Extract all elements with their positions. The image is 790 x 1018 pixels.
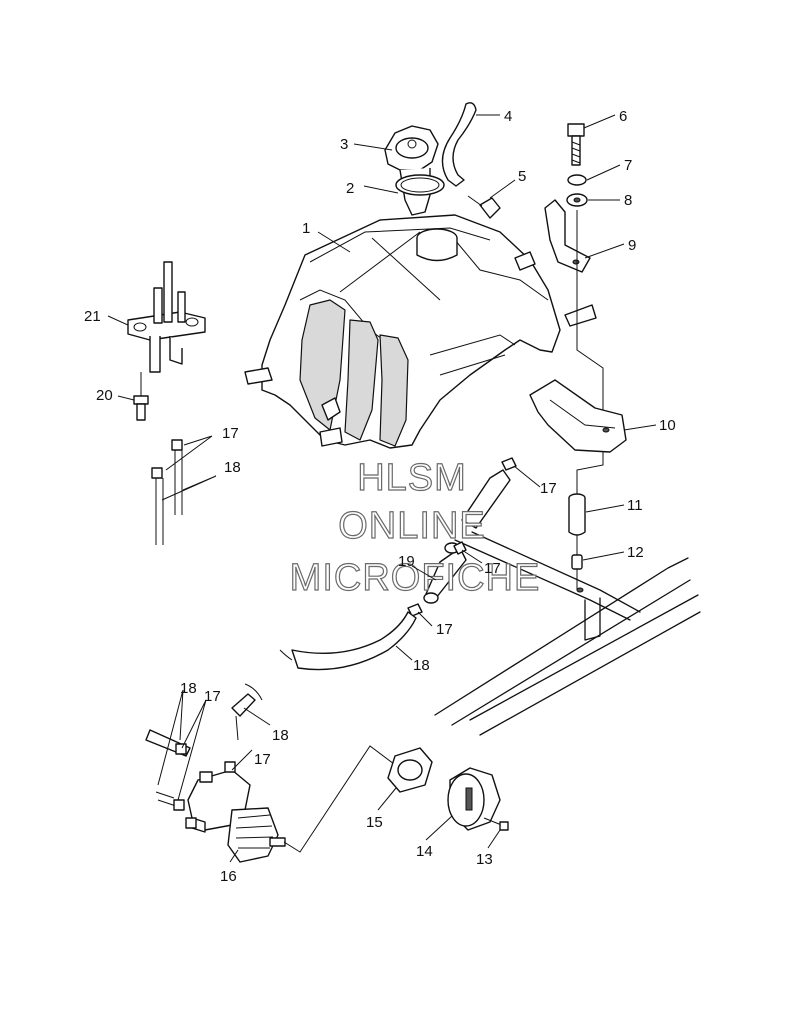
callout-21: 21 — [84, 308, 101, 325]
callout-6: 6 — [619, 108, 627, 125]
valve-screw — [133, 395, 149, 421]
callout-17-pump-left: 17 — [204, 688, 221, 705]
vent-hose — [441, 102, 477, 187]
callout-17-pump-top: 17 — [254, 751, 271, 768]
mounting-bolt — [567, 123, 585, 166]
pump-axis-line — [283, 745, 403, 853]
pump-cover — [447, 767, 501, 831]
spacer-sleeve — [568, 493, 586, 536]
lock-washer — [567, 174, 587, 186]
callout-17-filter-clamp: 17 — [484, 560, 501, 577]
left-hoses-clamps — [151, 439, 183, 545]
callout-15: 15 — [366, 814, 383, 831]
callout-9: 9 — [628, 237, 636, 254]
pump-clamps — [173, 743, 236, 829]
callout-18-pump-top: 18 — [272, 727, 289, 744]
callout-1: 1 — [302, 220, 310, 237]
callout-17-left: 17 — [222, 425, 239, 442]
callout-16: 16 — [220, 868, 237, 885]
filler-cap — [384, 125, 439, 216]
callout-19: 19 — [398, 553, 415, 570]
callout-13: 13 — [476, 851, 493, 868]
frame-rails — [434, 531, 701, 736]
callout-3: 3 — [340, 136, 348, 153]
callout-14: 14 — [416, 843, 433, 860]
fuel-pump — [187, 769, 286, 863]
filler-gasket — [395, 174, 445, 196]
rubber-mount — [529, 379, 627, 453]
callout-12: 12 — [627, 544, 644, 561]
flat-washer — [566, 193, 588, 207]
callout-18-pump-left: 18 — [180, 680, 197, 697]
callout-7: 7 — [624, 157, 632, 174]
callout-4: 4 — [504, 108, 512, 125]
callout-17-hose-clamp: 17 — [436, 621, 453, 638]
tank-bracket — [544, 199, 591, 273]
callout-10: 10 — [659, 417, 676, 434]
callout-2: 2 — [346, 180, 354, 197]
callout-18-lower-hose: 18 — [413, 657, 430, 674]
watermark-line-3: MICROFICHE — [290, 557, 541, 599]
fuel-tank — [244, 214, 597, 449]
bushing — [571, 554, 584, 593]
watermark-line-2: ONLINE — [338, 505, 485, 547]
callout-17-tank-clamp: 17 — [540, 480, 557, 497]
pump-nut — [387, 747, 433, 793]
callout-11: 11 — [627, 497, 643, 514]
callout-20: 20 — [96, 387, 113, 404]
fuel-valve — [127, 261, 206, 373]
leader-lines — [107, 114, 657, 863]
callout-8: 8 — [624, 192, 632, 209]
callout-labels: 1 2 3 4 5 6 7 8 9 10 11 12 17 17 19 17 1… — [84, 108, 676, 885]
cover-screw — [483, 817, 509, 831]
callout-18-left: 18 — [224, 459, 241, 476]
fuel-hose-lower — [279, 611, 417, 671]
check-valve — [467, 195, 501, 219]
watermark: HLSM ONLINE MICROFICHE — [289, 456, 541, 599]
watermark-line-1: HLSM — [357, 457, 467, 499]
callout-5: 5 — [518, 168, 526, 185]
